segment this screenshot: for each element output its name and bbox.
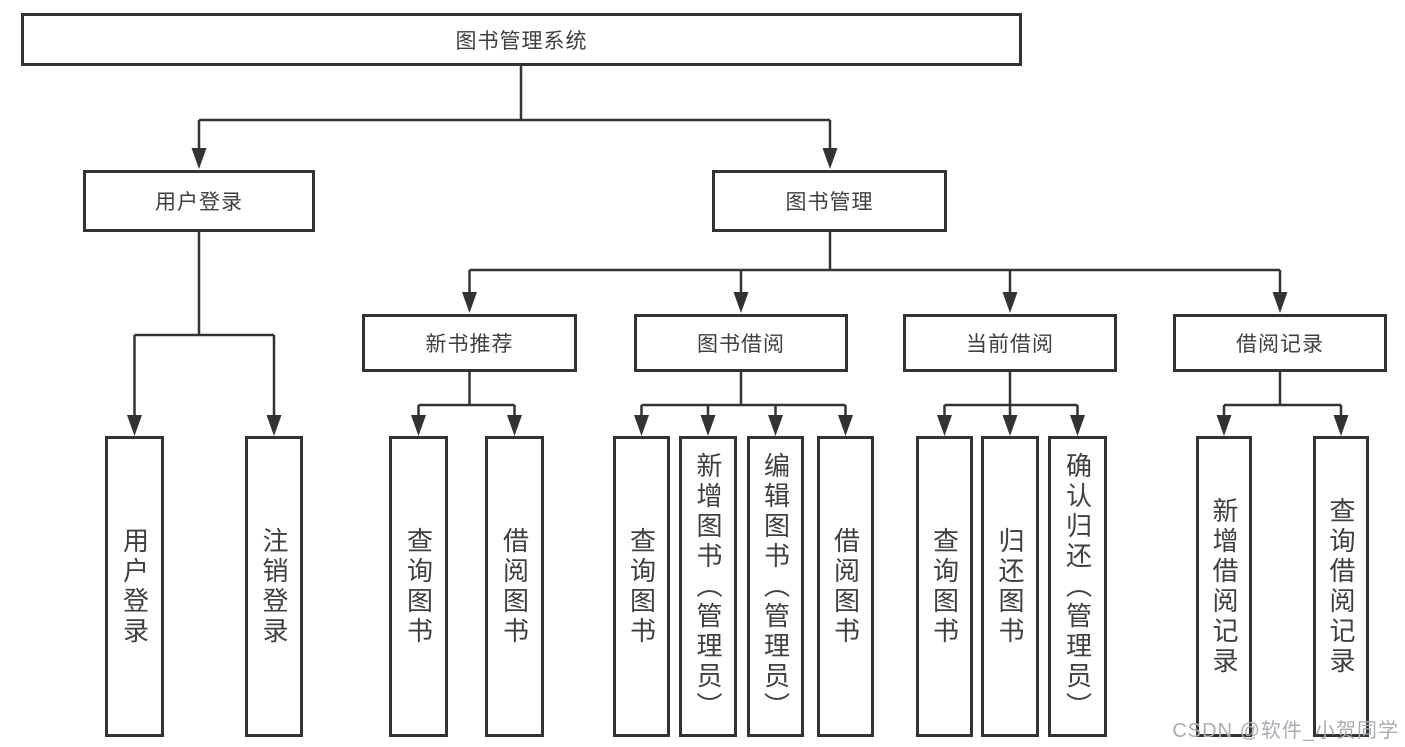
leaf-borrow-book-2-label: 借阅图书 (830, 526, 861, 647)
leaf-return-book-label: 归还图书 (995, 526, 1025, 647)
leaf-query-book-3: 查询图书 (916, 436, 973, 737)
node-book-management: 图书管理 (712, 170, 947, 232)
leaf-user-login-label: 用户登录 (119, 526, 150, 647)
leaf-add-book-admin: 新增图书（管理员） (679, 436, 737, 737)
connector-new-book-to-leaves (411, 372, 522, 436)
leaf-logout: 注销登录 (245, 436, 303, 737)
leaf-logout-label: 注销登录 (259, 526, 289, 647)
leaf-query-borrow-record: 查询借阅记录 (1313, 436, 1369, 737)
leaf-add-borrow-record-label: 新增借阅记录 (1209, 496, 1239, 677)
connector-current-borrow-to-leaves (937, 372, 1085, 436)
node-user-login: 用户登录 (83, 170, 315, 232)
connector-book-management-to-level3 (462, 232, 1288, 313)
leaf-edit-book-admin: 编辑图书（管理员） (747, 436, 804, 737)
leaf-add-book-admin-label: 新增图书（管理员） (693, 451, 723, 722)
node-book-borrowing: 图书借阅 (634, 314, 848, 372)
leaf-confirm-return-admin: 确认归还（管理员） (1048, 436, 1107, 737)
node-root-library-management-system: 图书管理系统 (21, 13, 1022, 66)
connector-root-to-level2 (191, 66, 838, 169)
node-borrowing-records: 借阅记录 (1173, 314, 1387, 372)
leaf-user-login: 用户登录 (105, 436, 164, 737)
leaf-query-book-1: 查询图书 (389, 436, 448, 737)
leaf-confirm-return-admin-label: 确认归还（管理员） (1062, 451, 1093, 722)
leaf-borrow-book-2: 借阅图书 (817, 436, 874, 737)
leaf-add-borrow-record: 新增借阅记录 (1196, 436, 1252, 737)
node-new-book-recommendation: 新书推荐 (362, 314, 577, 372)
leaf-query-book-2-label: 查询图书 (626, 526, 657, 647)
node-current-borrowing: 当前借阅 (903, 314, 1117, 372)
connector-user-login-to-leaves (127, 232, 282, 436)
leaf-edit-book-admin-label: 编辑图书（管理员） (760, 451, 791, 722)
connector-book-borrow-to-leaves (634, 372, 853, 436)
leaf-borrow-book-1-label: 借阅图书 (499, 526, 530, 647)
watermark: CSDN @软件_小贺同学 (1172, 720, 1399, 742)
leaf-query-book-2: 查询图书 (613, 436, 670, 737)
connector-borrow-records-to-leaves (1216, 372, 1349, 436)
leaf-return-book: 归还图书 (981, 436, 1039, 737)
leaf-borrow-book-1: 借阅图书 (485, 436, 544, 737)
leaf-query-book-3-label: 查询图书 (929, 526, 960, 647)
leaf-query-book-1-label: 查询图书 (403, 526, 434, 647)
leaf-query-borrow-record-label: 查询借阅记录 (1326, 496, 1356, 677)
